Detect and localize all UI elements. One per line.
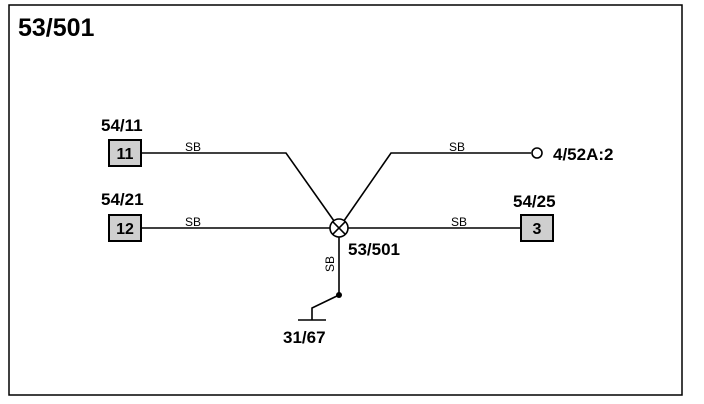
pin-number: 3 xyxy=(533,221,542,238)
terminal-open-circle-icon xyxy=(531,147,543,159)
connector-box xyxy=(108,214,142,242)
wire-4-52a xyxy=(338,152,531,229)
splice-53-501: 53/501 xyxy=(329,218,400,259)
wire-label-4-52a: SB xyxy=(449,140,465,154)
wires xyxy=(142,152,531,295)
connector-box xyxy=(108,139,142,167)
pin-number: 12 xyxy=(116,221,134,238)
ground-switch-icon xyxy=(311,294,340,320)
wire-label-54-11: SB xyxy=(185,140,201,154)
diagram-title: 53/501 xyxy=(18,14,95,42)
connector-54-25: 54/25 3 xyxy=(513,192,556,242)
diagram-frame xyxy=(8,4,683,396)
wire-54-11 xyxy=(142,152,340,229)
ground-label: 31/67 xyxy=(283,328,326,347)
wire-label-ground: SB xyxy=(323,256,337,272)
splice-cross-2 xyxy=(332,221,346,235)
terminal-label: 4/52A:2 xyxy=(553,145,613,164)
connector-label: 54/21 xyxy=(101,190,144,209)
wire-label-54-25: SB xyxy=(451,215,467,229)
ground-31-67: 31/67 xyxy=(283,292,342,347)
wire-label-54-21: SB xyxy=(185,215,201,229)
connector-box xyxy=(520,214,554,242)
pin-number: 11 xyxy=(117,146,134,163)
connector-label: 54/25 xyxy=(513,192,556,211)
terminal-4-52a: 4/52A:2 xyxy=(531,145,613,164)
splice-label: 53/501 xyxy=(348,240,400,259)
connector-54-11: 54/11 11 xyxy=(101,116,143,167)
connector-label: 54/11 xyxy=(101,116,143,135)
connector-54-21: 54/21 12 xyxy=(101,190,144,242)
